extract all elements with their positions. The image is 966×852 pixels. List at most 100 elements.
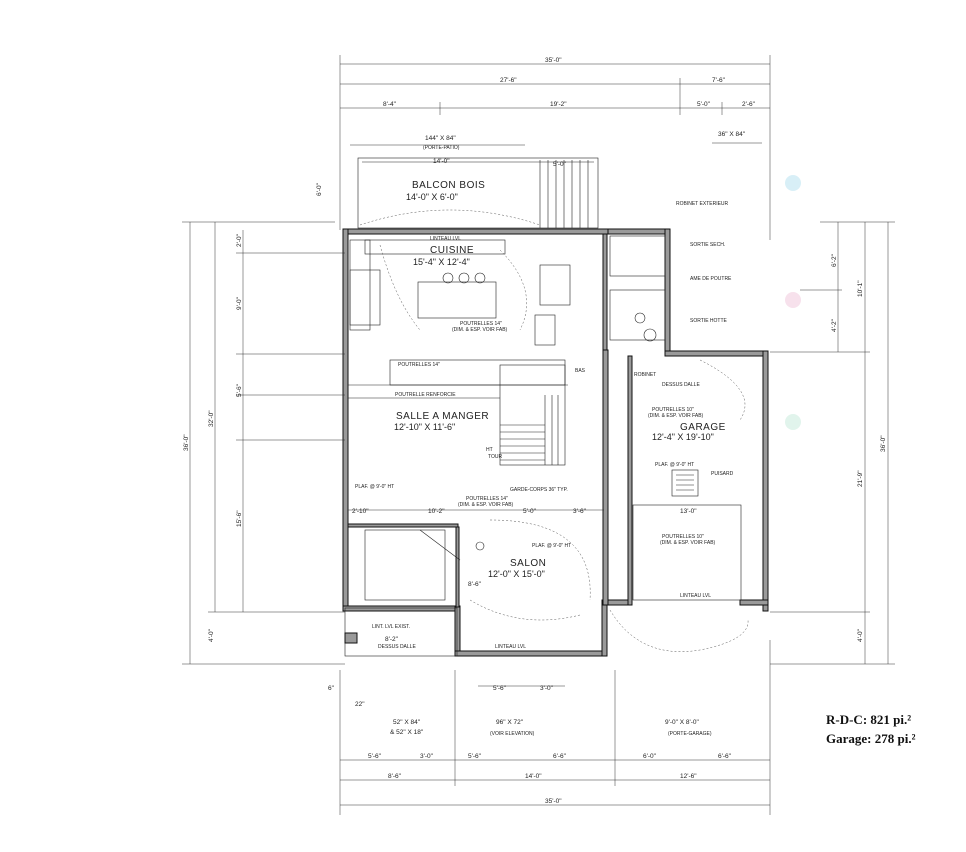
- bottom-dimensions: 5'-6" 3'-0" 52" X 84" & 52" X 18" 96" X …: [339, 640, 771, 815]
- living-size: 12'-0" X 15'-0": [488, 569, 545, 579]
- balcony: BALCON BOIS 14'-0" X 6'-0" 6'-0" 5'-0": [316, 157, 599, 229]
- linteau-garage: LINTEAU LVL: [680, 593, 711, 599]
- window-front: 96" X 72": [496, 719, 524, 726]
- dim-salon-a: 10'-2": [428, 508, 445, 515]
- sortie-hotte: SORTIE HOTTE: [690, 318, 728, 324]
- garage-size: 12'-4" X 19'-10": [652, 432, 714, 442]
- window-left: 52" X 84": [393, 719, 421, 726]
- linteau-salon: LINTEAU LVL: [495, 644, 526, 650]
- dim-bottom-h: 6'-0": [643, 753, 657, 760]
- kitchen-title: CUISINE: [430, 245, 474, 256]
- dim-top-f: 2'-6": [742, 101, 756, 108]
- dim-left-b: 4'-0": [208, 628, 215, 642]
- dim-left-f: 15'-6": [236, 510, 243, 527]
- dim-top-e: 5'-0": [697, 101, 711, 108]
- poutrelles-cuisine: POUTRELLES 14": [460, 321, 502, 327]
- dim-bottom-i: 6'-6": [718, 753, 732, 760]
- living-room: PLAF. @ 9'-0" HT SALON 12'-0" X 15'-0" P…: [364, 496, 591, 650]
- dining-size: 12'-10" X 11'-6": [394, 422, 455, 432]
- dim-left-c: 2'-0": [236, 233, 243, 247]
- poutrelles-salon: POUTRELLES 14": [466, 496, 508, 502]
- robinet: ROBINET: [634, 372, 656, 378]
- stairs: HT BAS TOUR: [486, 364, 586, 466]
- dim-bottom-d: 5'-6": [368, 753, 382, 760]
- porte-patio-width: 14'-0": [433, 158, 450, 165]
- stairs-bas: BAS: [575, 368, 586, 374]
- stairs-tour: TOUR: [488, 454, 502, 460]
- plaf-garage: PLAF. @ 9'-0" HT: [655, 462, 694, 468]
- dim-bottom-g: 6'-6": [553, 753, 567, 760]
- dining: POUTRELLES 14" POUTRELLE RENFORCIE SALLE…: [348, 359, 604, 515]
- poutrelles-garage-b: POUTRELLES 10": [662, 534, 704, 540]
- front-dim-a: 5'-6": [493, 685, 507, 692]
- dim-top-d: 19'-2": [550, 101, 567, 108]
- dim-left-d: 9'-0": [236, 296, 243, 310]
- right-dimensions: 36'-0" 10'-1" 6'-2" 4'-2" 21'-9" 4'-0": [770, 221, 895, 665]
- dim-top-a: 27'-6": [500, 77, 517, 84]
- dim-bottom-a: 8'-6": [388, 773, 402, 780]
- window-front-label: (VOIR ELEVATION): [490, 731, 535, 737]
- linteau-cuisine: LINTEAU LVL: [430, 236, 461, 242]
- ame-de-poutre: AME DE POUTRE: [690, 276, 732, 282]
- garage: ROBINET DESSUS DALLE POUTRELLES 10" (DIM…: [609, 359, 749, 652]
- dim-bottom-e: 3'-0": [420, 753, 434, 760]
- dim-left-total: 36'-0": [183, 434, 190, 451]
- window-left-b: & 52" X 18": [390, 729, 424, 736]
- balcony-title: BALCON BOIS: [412, 180, 485, 191]
- entry: LINT. LVL EXIST. 8'-2" DESSUS DALLE: [344, 607, 458, 657]
- dim-salon-b: 5'-0": [523, 508, 537, 515]
- top-dimensions: 35'-0" 27'-6" 7'-6" 8'-4" 19'-2" 5'-0" 2…: [339, 55, 771, 240]
- garage-door-label: (PORTE-GARAGE): [668, 731, 712, 737]
- garage-dessus-dalle: DESSUS DALLE: [662, 382, 700, 388]
- faint-logos: [785, 175, 801, 430]
- garage-title: GARAGE: [680, 422, 726, 433]
- dim-right-d: 21'-9": [857, 470, 864, 487]
- living-title: SALON: [510, 558, 546, 569]
- balcony-depth: 6'-0": [316, 182, 323, 196]
- dim-marche: 8'-6": [468, 581, 482, 588]
- dim-salon-c: 3'-6": [573, 508, 587, 515]
- dim-bottom-total: 35'-0": [545, 798, 562, 805]
- dim-right-e: 4'-0": [857, 628, 864, 642]
- dim-bottom-c: 12'-6": [680, 773, 697, 780]
- left-dimensions: 36'-0" 32'-0" 4'-0" 2'-0" 9'-0" 5'-6" 15…: [182, 221, 365, 708]
- poutrelles-garage: POUTRELLES 10": [652, 407, 694, 413]
- dim-right-a: 10'-1": [857, 280, 864, 297]
- stairs-ht: HT: [486, 447, 493, 453]
- dim-left-2-10: 2'-10": [352, 508, 369, 515]
- dim-bal-5: 5'-0": [553, 161, 567, 168]
- poutrelles-cuisine-note: (DIM. & ESP. VOIR FAB): [452, 327, 508, 333]
- kitchen-size: 15'-4" X 12'-4": [413, 257, 470, 267]
- front-dim-b: 3'-0": [540, 685, 554, 692]
- poutrelle-renforcie: POUTRELLE RENFORCIE: [395, 392, 456, 398]
- dim-bottom-f: 5'-6": [468, 753, 482, 760]
- poutrelles-salle: POUTRELLES 14": [398, 362, 440, 368]
- kitchen: LINTEAU LVL CUISINE 15'-4" X 12'-4" POUT…: [349, 236, 571, 346]
- plaf-salon: PLAF. @ 9'-0" HT: [532, 543, 571, 549]
- dining-title: SALLE A MANGER: [396, 411, 489, 422]
- entree-dessus-dalle: DESSUS DALLE: [378, 644, 416, 650]
- robinet-exterieur: ROBINET EXTERIEUR: [676, 201, 729, 207]
- dim-right-b: 6'-2": [831, 253, 838, 267]
- garage-width: 13'-0": [680, 508, 697, 515]
- poutrelles-garage-b-note: (DIM. & ESP. VOIR FAB): [660, 540, 716, 546]
- service-rooms: SORTIE SECH. AME DE POUTRE SORTIE HOTTE …: [609, 201, 732, 342]
- lint-lvl-exist: LINT. LVL EXIST.: [372, 624, 410, 630]
- plaf-salle: PLAF. @ 9'-0" HT: [355, 484, 394, 490]
- area-garage: Garage: 278 pi.²: [826, 731, 916, 746]
- dim-left-e: 5'-6": [236, 383, 243, 397]
- dim-right-c: 4'-2": [831, 318, 838, 332]
- balcony-size: 14'-0" X 6'-0": [406, 192, 458, 202]
- sortie-sech: SORTIE SECH.: [690, 242, 725, 248]
- dim-top-b: 7'-6": [712, 77, 726, 84]
- garage-door: 9'-0" X 8'-0": [665, 719, 700, 726]
- porte-patio-size: 144" X 84": [425, 135, 456, 142]
- area-rdc: R-D-C: 821 pi.²: [826, 712, 912, 727]
- poutrelles-salon-note: (DIM. & ESP. VOIR FAB): [458, 502, 514, 508]
- poutrelles-garage-note: (DIM. & ESP. VOIR FAB): [648, 413, 704, 419]
- dim-6: 6": [328, 685, 335, 692]
- dim-top-c: 8'-4": [383, 101, 397, 108]
- top-right-window: 36" X 84": [718, 131, 746, 138]
- dim-bottom-b: 14'-0": [525, 773, 542, 780]
